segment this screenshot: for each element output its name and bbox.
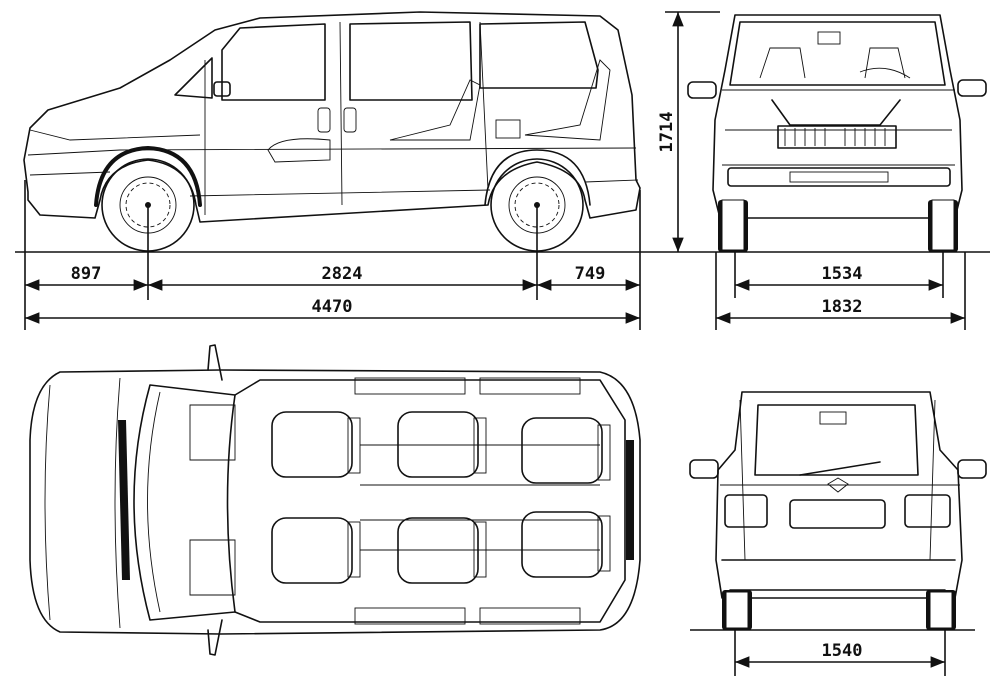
rear-window (754, 404, 919, 476)
top-view (29, 344, 641, 656)
front-overhang-label: 897 (71, 264, 102, 284)
length-dimensions: 897 2824 749 4470 (24, 180, 641, 330)
top-windshield (133, 384, 236, 621)
side-window-door (221, 23, 326, 101)
rear-right-mirror (957, 459, 987, 479)
side-mirror (213, 81, 231, 97)
front-right-mirror (957, 79, 987, 97)
side-window-front (174, 57, 213, 99)
top-right-mirror (207, 619, 223, 656)
front-view (687, 14, 987, 252)
rear-overhang-label: 749 (575, 264, 606, 284)
front-track-label: 1534 (822, 264, 863, 284)
rear-right-taillight (904, 494, 951, 528)
front-body-outline (712, 14, 963, 219)
side-window-middle (349, 21, 473, 101)
front-left-mirror (687, 81, 717, 99)
rear-plate (789, 499, 886, 529)
rear-track-dimension: 1540 (734, 630, 946, 676)
overall-height-label: 1714 (657, 112, 677, 153)
side-body-outline (23, 11, 641, 223)
top-body-outline (29, 369, 641, 635)
rear-left-mirror (689, 459, 719, 479)
rear-wiper (799, 461, 881, 476)
rear-view (689, 391, 987, 630)
side-window-rear (479, 21, 599, 89)
width-dimensions-front: 1534 1832 (715, 252, 966, 330)
top-seats (189, 404, 611, 596)
front-windshield (729, 21, 946, 86)
front-grille (777, 125, 897, 149)
rear-track-label: 1540 (822, 641, 863, 661)
overall-width-label: 1832 (822, 297, 863, 317)
side-view (23, 11, 641, 252)
overall-length-label: 4470 (312, 297, 353, 317)
wheelbase-label: 2824 (322, 264, 363, 284)
top-left-mirror (207, 344, 223, 381)
rear-left-taillight (724, 494, 768, 528)
height-dimension: 1714 (657, 11, 720, 252)
